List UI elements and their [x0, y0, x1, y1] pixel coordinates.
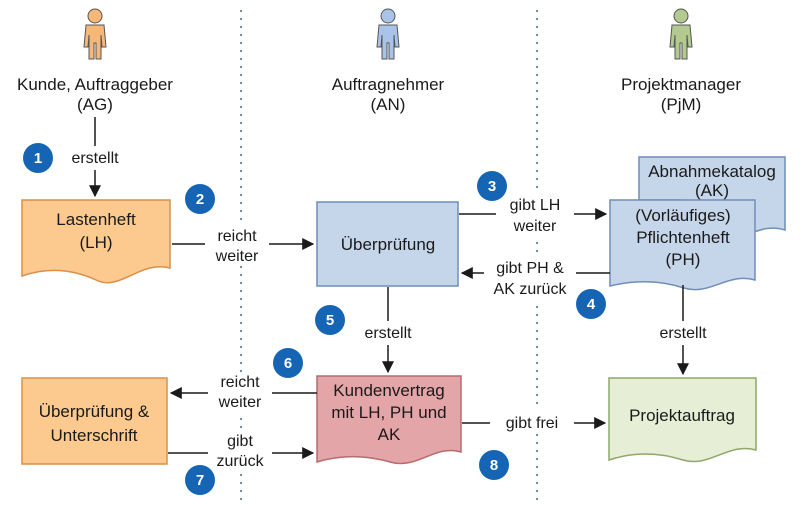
edge-label-bg — [205, 226, 269, 266]
edge-label-reicht-weiter-2-line2: weiter — [218, 394, 262, 411]
kundenvertrag-label-line2: mit LH, PH und — [331, 403, 446, 422]
ueberpruefung-unterschrift-label-line1: Überprüfung & — [39, 402, 150, 421]
projektauftrag-label: Projektauftrag — [629, 406, 735, 425]
lane-title-ag-line1: Kunde, Auftraggeber — [17, 75, 173, 94]
svg-text:7: 7 — [196, 472, 204, 489]
step-badge-3: 3 — [477, 171, 507, 201]
abnahmekatalog-label-line2: (AK) — [695, 181, 729, 200]
svg-text:1: 1 — [34, 150, 42, 167]
lane-title-pjm-line1: Projektmanager — [621, 75, 741, 94]
lastenheft-document — [21, 199, 171, 284]
edge-label-gibt-zurueck-line2: zurück — [216, 453, 264, 470]
edge-label-gibt-zurueck-line1: gibt — [227, 433, 253, 450]
edge-label-erstellt-vertrag: erstellt — [364, 325, 412, 342]
edge-label-gibt-lh-weiter-line2: weiter — [513, 218, 557, 235]
edge-label-bg — [208, 372, 272, 412]
edge-label-gibt-lh-weiter-line1: gibt LH — [510, 197, 561, 214]
step-badge-8: 8 — [479, 450, 509, 480]
person-icon — [669, 8, 693, 60]
step-badge-7: 7 — [185, 465, 215, 495]
edge-label-erstellt-auftrag: erstellt — [659, 325, 707, 342]
edge-label-bg — [496, 194, 574, 236]
person-icon — [83, 8, 107, 60]
edge-label-bg — [357, 321, 419, 345]
kundenvertrag-label-line3: AK — [378, 425, 401, 444]
svg-text:3: 3 — [488, 178, 496, 195]
svg-text:5: 5 — [326, 312, 334, 329]
lane-title-pjm-line2: (PjM) — [661, 95, 702, 114]
edge-label-reicht-weiter-1-line2: weiter — [215, 248, 259, 265]
svg-text:2: 2 — [196, 191, 204, 208]
ueberpruefung-box — [316, 201, 459, 287]
pflichtenheft-label-line1: (Vorläufiges) — [635, 206, 730, 225]
step-badge-4: 4 — [576, 289, 606, 319]
lane-title-an-line2: (AN) — [371, 95, 406, 114]
svg-text:8: 8 — [490, 457, 498, 474]
kundenvertrag-document — [316, 375, 462, 465]
svg-text:6: 6 — [284, 355, 292, 372]
edge-label-bg — [64, 146, 126, 170]
edge-label-bg — [484, 256, 576, 300]
edge-label-gibt-ph-ak-zurueck-line2: AK zurück — [494, 281, 568, 298]
step-badge-5: 5 — [315, 305, 345, 335]
kundenvertrag-label-line1: Kundenvertrag — [333, 381, 445, 400]
ueberpruefung-unterschrift-box — [21, 377, 168, 465]
pflichtenheft-label-line3: (PH) — [666, 250, 701, 269]
edge-label-bg — [490, 410, 574, 434]
pflichtenheft-document — [609, 199, 756, 291]
svg-text:4: 4 — [587, 296, 596, 313]
edge-label-gibt-ph-ak-zurueck-line1: gibt PH & — [496, 260, 564, 277]
lastenheft-label-line1: Lastenheft — [56, 210, 136, 229]
person-icon — [376, 8, 400, 60]
abnahmekatalog-label-line1: Abnahmekatalog — [648, 162, 776, 181]
edge-label-erstellt-lh: erstellt — [71, 150, 119, 167]
step-badge-2: 2 — [185, 184, 215, 214]
lastenheft-label-line2: (LH) — [79, 233, 112, 252]
lane-title-ag-line2: (AG) — [77, 95, 113, 114]
edge-label-bg — [208, 430, 272, 470]
pflichtenheft-label-line2: Pflichtenheft — [636, 228, 730, 247]
edge-label-gibt-frei: gibt frei — [506, 415, 558, 432]
step-badge-6: 6 — [273, 348, 303, 378]
lane-title-an-line1: Auftragnehmer — [332, 75, 445, 94]
ueberpruefung-unterschrift-label-line2: Unterschrift — [51, 426, 138, 445]
edge-label-reicht-weiter-2-line1: reicht — [220, 374, 260, 391]
edge-label-bg — [652, 321, 714, 345]
step-badge-1: 1 — [23, 143, 53, 173]
ueberpruefung-label: Überprüfung — [341, 235, 436, 254]
projektauftrag-document — [608, 377, 757, 463]
edge-label-reicht-weiter-1-line1: reicht — [217, 228, 257, 245]
